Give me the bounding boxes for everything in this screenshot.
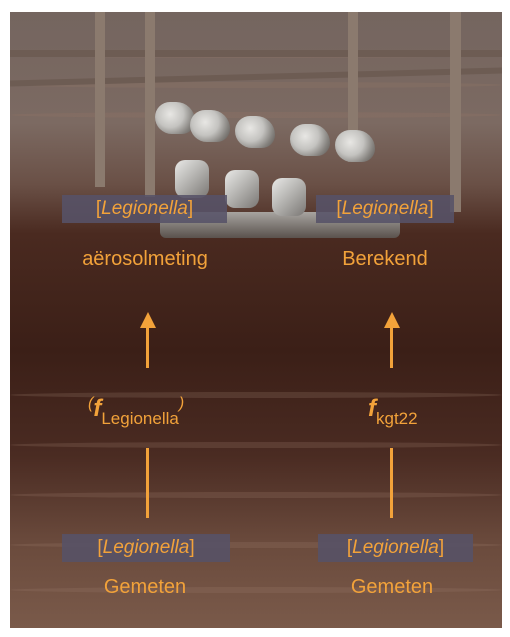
left-factor: (fLegionella) bbox=[88, 395, 184, 423]
factor-symbol: f bbox=[368, 395, 376, 422]
label-name: Legionella bbox=[101, 198, 188, 220]
sampler-lamp bbox=[225, 170, 259, 208]
right-bottom-caption: Gemeten bbox=[312, 576, 472, 599]
label-name: Legionella bbox=[352, 537, 439, 559]
factor-subscript: Legionella bbox=[101, 409, 179, 428]
right-arrow-shaft-bottom bbox=[390, 448, 393, 518]
bracket-close: ] bbox=[188, 198, 193, 220]
left-bottom-caption: Gemeten bbox=[60, 576, 230, 599]
bracket-close: ] bbox=[189, 537, 194, 559]
right-factor: fkgt22 bbox=[368, 395, 418, 423]
left-arrow-shaft-bottom bbox=[146, 448, 149, 518]
left-arrow-shaft-top bbox=[146, 326, 149, 368]
sampler-lamp bbox=[235, 116, 275, 148]
left-top-legionella-label: [Legionella] bbox=[62, 195, 227, 223]
sampler-lamp bbox=[155, 102, 195, 134]
right-top-caption: Berekend bbox=[300, 248, 470, 271]
sampler-lamp bbox=[335, 130, 375, 162]
factor-paren-open: ( bbox=[88, 395, 93, 412]
factor-subscript: kgt22 bbox=[376, 409, 418, 428]
right-top-legionella-label: [Legionella] bbox=[316, 195, 454, 223]
sampler-lamp bbox=[290, 124, 330, 156]
sampler-lamp bbox=[175, 160, 209, 198]
right-arrow-shaft-top bbox=[390, 326, 393, 368]
sampler-lamp bbox=[190, 110, 230, 142]
right-bottom-legionella-label: [Legionella] bbox=[318, 534, 473, 562]
label-name: Legionella bbox=[103, 537, 190, 559]
factor-paren-close: ) bbox=[179, 395, 184, 412]
sampler-lamp bbox=[272, 178, 306, 216]
bracket-close: ] bbox=[439, 537, 444, 559]
left-top-caption: aërosolmeting bbox=[40, 248, 250, 271]
label-name: Legionella bbox=[342, 198, 429, 220]
left-bottom-legionella-label: [Legionella] bbox=[62, 534, 230, 562]
bracket-close: ] bbox=[428, 198, 433, 220]
